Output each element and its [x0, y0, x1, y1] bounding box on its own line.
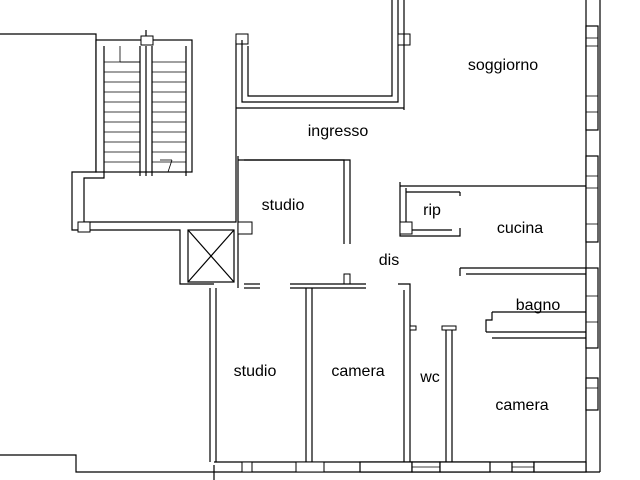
stair-treads-right [152, 61, 186, 173]
label-camera-middle: camera [331, 363, 384, 380]
stair-treads-left [104, 46, 140, 173]
bottom-wall [214, 461, 587, 473]
label-dis: dis [379, 252, 399, 269]
label-soggiorno: soggiorno [468, 57, 538, 74]
rip-cucina-walls [399, 155, 599, 276]
studio-upper-walls [237, 156, 366, 289]
label-bagno: bagno [516, 297, 561, 314]
label-rip: rip [423, 202, 441, 219]
bagno-walls [485, 267, 599, 349]
elevator-shaft [187, 229, 235, 283]
label-studio-upper: studio [262, 197, 305, 214]
label-ingresso: ingresso [308, 123, 369, 140]
label-camera-right: camera [495, 397, 548, 414]
soggiorno-walls [236, 0, 599, 131]
label-cucina: cucina [497, 220, 543, 237]
lower-walls [209, 283, 599, 462]
label-wc: wc [419, 369, 440, 386]
stairwell [77, 30, 249, 233]
label-studio-lower: studio [234, 363, 277, 380]
